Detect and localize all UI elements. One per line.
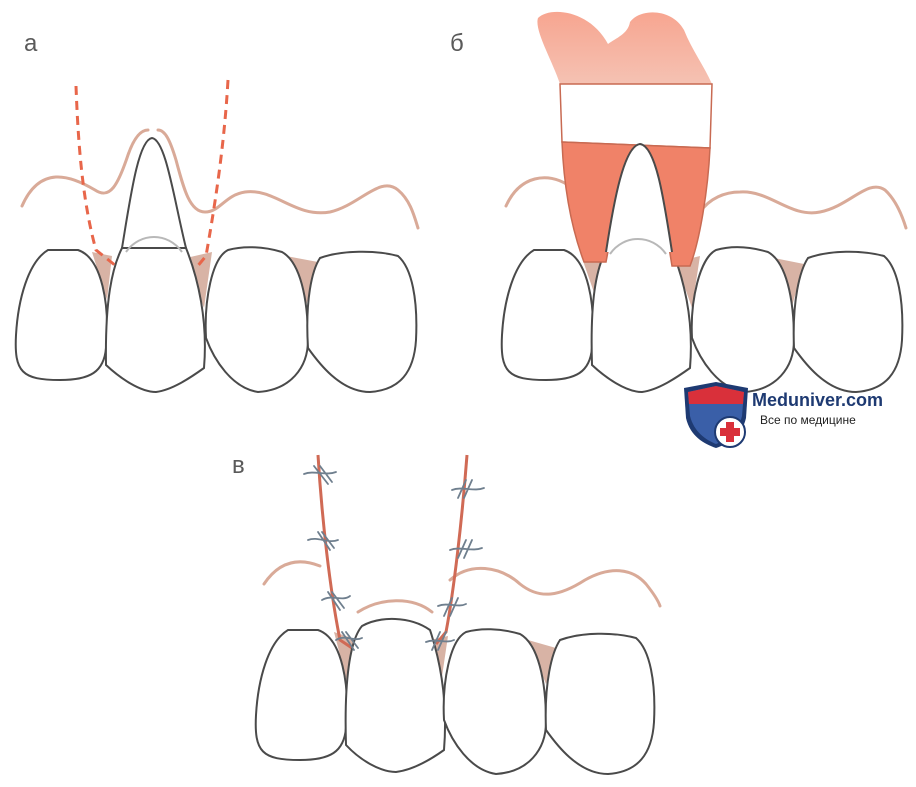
- watermark-title: Meduniver.com: [752, 390, 884, 410]
- tooth-a4: [306, 250, 418, 394]
- incision-left-a: [74, 85, 117, 268]
- tooth-a2-root: [121, 136, 187, 249]
- suture-l2: [307, 531, 339, 551]
- watermark-subtitle: Все по медицине: [760, 413, 856, 427]
- panel-label-v: в: [232, 452, 245, 479]
- tooth-v1: [254, 629, 348, 762]
- tooth-b2: [590, 249, 692, 394]
- shield-logo-icon: [684, 382, 748, 448]
- tooth-a2: [104, 247, 206, 394]
- papilla-a1: [92, 252, 112, 300]
- suture-r1: [451, 479, 485, 499]
- suture-r3: [437, 597, 467, 617]
- suture-l4: [335, 631, 363, 651]
- tooth-a3: [204, 246, 310, 394]
- flap-left-v: [316, 454, 353, 650]
- tooth-b1: [500, 249, 594, 382]
- tooth-v3: [442, 628, 548, 776]
- tooth-b3: [690, 246, 796, 394]
- gum-line-b: [504, 176, 908, 230]
- tooth-a2-cej: [125, 236, 183, 253]
- gum-line-v: [262, 560, 662, 614]
- tooth-v2: [344, 617, 447, 774]
- tooth-b2-cej: [609, 238, 667, 255]
- panel-label-a: а: [24, 30, 38, 57]
- tooth-a1: [14, 249, 108, 382]
- suture-r4: [425, 631, 455, 651]
- panel-label-b: б: [450, 30, 464, 57]
- sutures: [303, 465, 485, 651]
- panel-a: [14, 79, 420, 394]
- gum-line-a: [20, 128, 420, 230]
- watermark: Meduniver.com Все по медицине: [680, 382, 884, 450]
- graft-top-light: [537, 11, 712, 84]
- suture-r2: [449, 539, 483, 559]
- tooth-v4: [544, 632, 656, 776]
- panel-v: [254, 454, 662, 776]
- tooth-b4: [792, 250, 904, 394]
- suture-l1: [303, 465, 337, 485]
- panel-b: [500, 11, 908, 394]
- suture-l3: [321, 591, 351, 611]
- tooth-b2-root: [605, 142, 673, 253]
- graft-band-white: [559, 83, 713, 149]
- incision-right-a: [194, 79, 230, 269]
